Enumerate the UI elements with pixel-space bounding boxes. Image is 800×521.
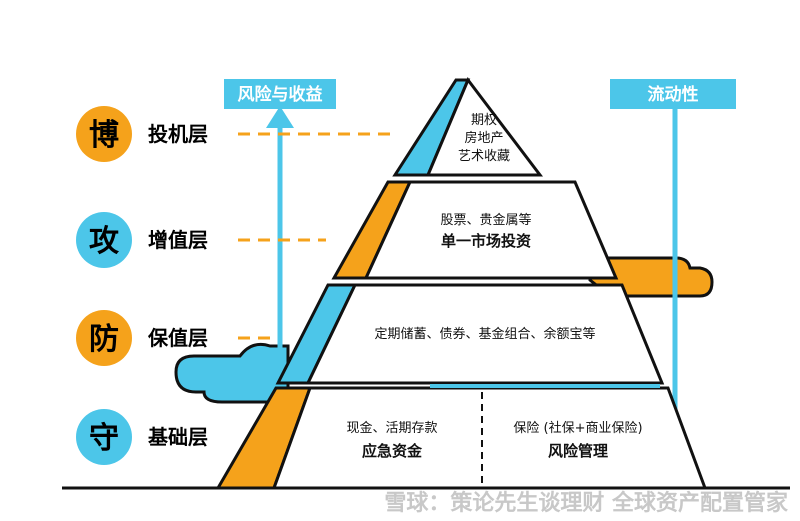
third-tier-text: 定期储蓄、债券、基金组合、余额宝等: [374, 326, 595, 342]
liquidity-tag-text: 流动性: [648, 84, 699, 105]
second-tier-line-2: 单一市场投资: [441, 232, 531, 250]
layer-growth: 攻 增值层: [76, 212, 208, 268]
watermark-text: 雪球：策论先生谈理财 全球资产配置管家: [384, 490, 789, 516]
badge-char: 防: [89, 322, 119, 357]
badge-char: 博: [89, 118, 119, 153]
top-tier-line-1: 期权: [471, 112, 497, 128]
second-tier-line-1: 股票、贵金属等: [440, 212, 531, 228]
badge-circle: [76, 409, 132, 465]
risk-return-tag-text: 风险与收益: [238, 84, 323, 105]
third-tier: [305, 283, 665, 385]
top-tier-line-3: 艺术收藏: [458, 149, 510, 164]
layer-name: 投机层: [148, 122, 208, 146]
base-right-line-2: 风险管理: [548, 442, 608, 460]
risk-return-tag: [224, 79, 336, 109]
second-tier: [363, 180, 619, 280]
layer-foundation: 守 基础层: [76, 409, 208, 465]
top-tier-line-2: 房地产: [464, 130, 503, 146]
layer-name: 保值层: [147, 326, 208, 350]
layer-speculation: 博 投机层: [76, 106, 208, 162]
top-tier: [425, 77, 544, 177]
badge-char: 守: [89, 421, 119, 456]
layer-name: 基础层: [148, 425, 208, 449]
base-tier: [271, 386, 708, 490]
badge-char: 攻: [89, 224, 120, 259]
base-left-line-1: 现金、活期存款: [346, 420, 437, 436]
layer-name: 增值层: [148, 228, 208, 252]
badge-circle: [76, 212, 132, 268]
liquidity-tag: [610, 79, 736, 109]
base-left-line-2: 应急资金: [362, 442, 423, 460]
base-right-line-1: 保险 (社保+商业保险): [513, 420, 642, 436]
badge-circle: [76, 106, 132, 162]
badge-circle: [76, 310, 132, 366]
layer-preservation: 防 保值层: [76, 310, 208, 366]
